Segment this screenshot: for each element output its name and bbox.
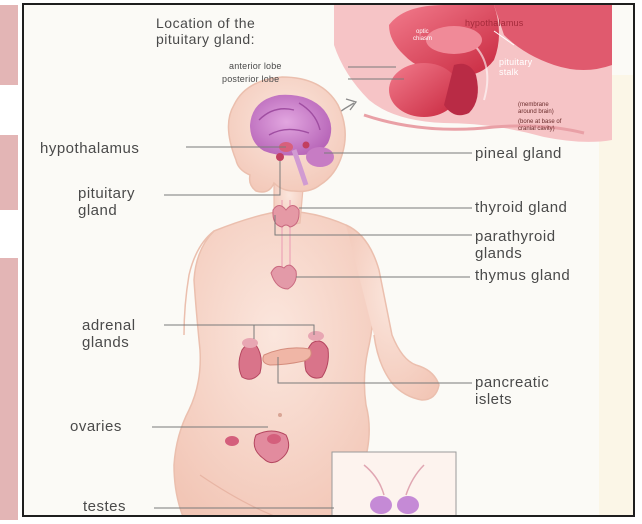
parathyroid-label-line2: glands bbox=[475, 246, 522, 262]
ovaries-label: ovaries bbox=[70, 419, 122, 435]
left-testis bbox=[370, 496, 392, 514]
inset-title-line1: Location of the bbox=[156, 16, 255, 31]
pituitary-gland-shape bbox=[276, 153, 284, 161]
left-ovary bbox=[225, 436, 239, 446]
testes-inset-box bbox=[332, 452, 456, 517]
pineal-label: pineal gland bbox=[475, 146, 562, 162]
testes-inset bbox=[332, 452, 456, 517]
testes-label: testes bbox=[83, 499, 126, 515]
adrenal-label-line2: glands bbox=[82, 335, 129, 351]
left-adrenal-gland bbox=[242, 338, 258, 348]
inset-optic-chiasm-shape bbox=[426, 26, 482, 54]
inset-pituitary-stalk-label-1: pituitary bbox=[499, 57, 532, 67]
inset-bone-label-1: (bone at base of bbox=[518, 119, 561, 126]
right-testis bbox=[397, 496, 419, 514]
pituitary-label-line1: pituitary bbox=[78, 186, 135, 202]
pituitary-label-line2: gland bbox=[78, 203, 117, 219]
right-adrenal-gland bbox=[308, 331, 324, 341]
right-ovary bbox=[267, 434, 281, 444]
inset-hypothalamus-label: hypothalamus bbox=[465, 18, 523, 28]
figure-frame: Location of the pituitary gland: hypotha… bbox=[22, 3, 635, 517]
pancreatic-label-line1: pancreatic bbox=[475, 375, 549, 391]
sidebar-block-2 bbox=[0, 135, 18, 210]
inset-optic-label-2: chiasm bbox=[413, 36, 432, 43]
inset-title-line2: pituitary gland: bbox=[156, 32, 255, 47]
endocrine-illustration bbox=[24, 5, 635, 517]
pituitary-inset bbox=[304, 5, 612, 145]
cerebellum bbox=[306, 147, 334, 167]
inset-membrane-label-1: (membrane bbox=[518, 102, 549, 109]
pineal-gland-shape bbox=[303, 142, 310, 149]
thymus-label: thymus gland bbox=[475, 268, 570, 284]
thyroid-label: thyroid gland bbox=[475, 200, 567, 216]
inset-bone-label-2: cranial cavity) bbox=[518, 126, 555, 133]
sidebar-block-1 bbox=[0, 5, 18, 85]
inset-optic-label-1: optic bbox=[416, 29, 429, 36]
hypothalamus-label: hypothalamus bbox=[40, 141, 139, 157]
human-figure bbox=[174, 77, 439, 517]
inset-pituitary-stalk-label-2: stalk bbox=[499, 67, 519, 77]
inset-anterior-lobe-label: anterior lobe bbox=[229, 61, 282, 71]
sidebar-block-3 bbox=[0, 258, 18, 520]
navel bbox=[278, 413, 282, 417]
parathyroid-label-line1: parathyroid bbox=[475, 229, 556, 245]
left-kidney bbox=[239, 344, 261, 379]
inset-membrane-label-2: around brain) bbox=[518, 109, 554, 116]
inset-posterior-lobe-label: posterior lobe bbox=[222, 74, 279, 84]
pancreatic-label-line2: islets bbox=[475, 392, 512, 408]
adrenal-label-line1: adrenal bbox=[82, 318, 136, 334]
